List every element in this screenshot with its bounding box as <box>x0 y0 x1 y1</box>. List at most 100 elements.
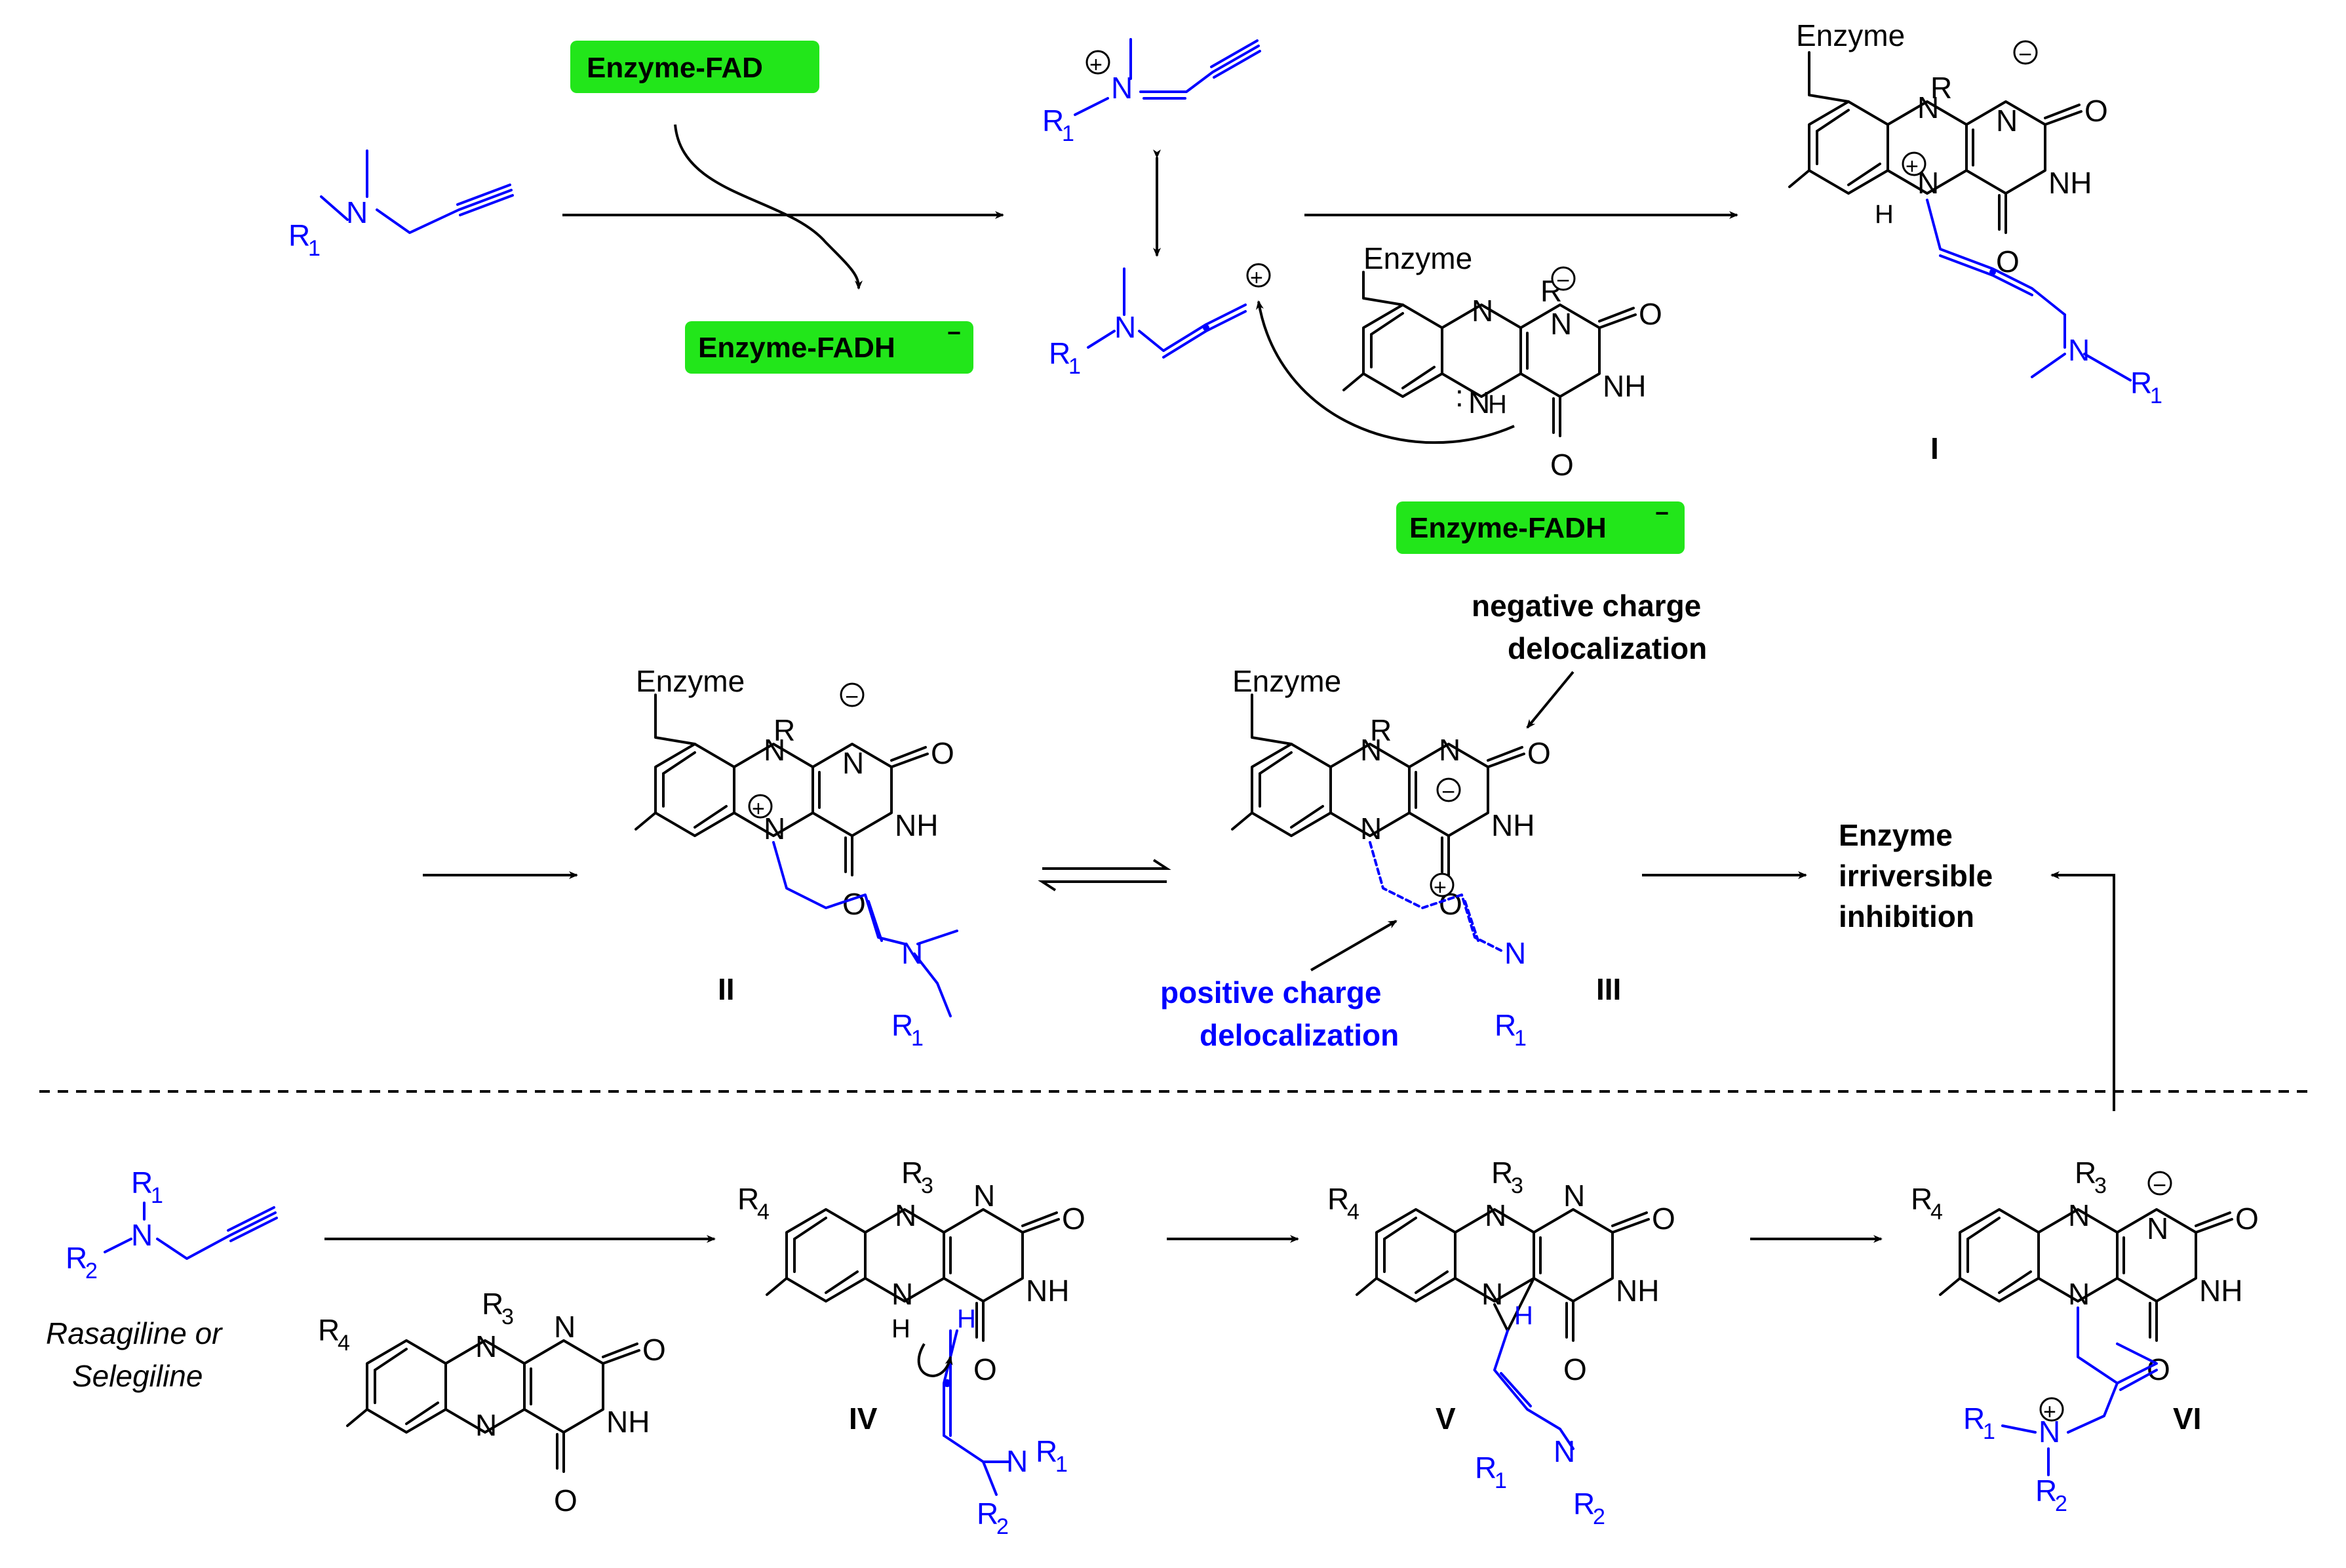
svg-text:R: R <box>131 1166 153 1200</box>
svg-text:N: N <box>1996 104 2018 138</box>
svg-text:+: + <box>1434 875 1447 900</box>
svg-text:1: 1 <box>911 1026 924 1051</box>
label-IV: IV <box>849 1401 878 1436</box>
svg-text:NH: NH <box>1026 1274 1069 1308</box>
svg-text:NH: NH <box>895 808 938 842</box>
svg-text:N: N <box>131 1218 153 1252</box>
curved-arrow-attack <box>1256 300 1515 444</box>
svg-text:1: 1 <box>1062 121 1074 146</box>
svg-text:1: 1 <box>1055 1452 1068 1477</box>
compound-V: R 4 R 3 N N N O NH O H N R 1 R 2 <box>1327 1156 1675 1529</box>
svg-text:−: − <box>2153 1171 2166 1198</box>
svg-text:O: O <box>931 736 954 770</box>
svg-text:O: O <box>2235 1202 2259 1236</box>
svg-text:R: R <box>1495 1008 1516 1042</box>
svg-text:H: H <box>1488 390 1507 419</box>
label-I: I <box>1930 431 1939 465</box>
svg-text:+: + <box>2043 1400 2056 1424</box>
enzyme-fadh-pill-1: Enzyme-FADH − <box>685 319 973 374</box>
svg-text:O: O <box>642 1333 666 1367</box>
negative-charge-arrow <box>1526 671 1574 729</box>
svg-text:2: 2 <box>996 1514 1009 1539</box>
svg-text:R: R <box>1370 713 1392 747</box>
negative-charge-line1: negative charge <box>1472 589 1701 623</box>
svg-text:R: R <box>901 1156 923 1190</box>
svg-text:2: 2 <box>2055 1491 2067 1516</box>
svg-text:O: O <box>2147 1352 2170 1386</box>
atom-R1: R <box>288 218 310 252</box>
inhibition-line2: irriversible <box>1839 859 1993 893</box>
svg-text:O: O <box>1639 297 1662 331</box>
svg-text:O: O <box>1550 448 1574 482</box>
svg-text:1: 1 <box>1983 1419 1995 1444</box>
svg-text:N: N <box>554 1310 576 1344</box>
equilibrium-arrows <box>1038 859 1171 892</box>
svg-text:H: H <box>957 1304 976 1333</box>
svg-text:R: R <box>66 1241 87 1275</box>
svg-text:−: − <box>2018 41 2032 68</box>
svg-text:−: − <box>845 683 859 710</box>
svg-text:O: O <box>842 887 866 921</box>
svg-text:O: O <box>1652 1202 1675 1236</box>
svg-text:4: 4 <box>757 1200 770 1225</box>
svg-text:H: H <box>1875 200 1894 229</box>
svg-text:+: + <box>752 796 765 821</box>
svg-text:N: N <box>1504 936 1526 970</box>
substrate-propargylamine: N R 1 <box>288 149 514 261</box>
svg-text:N: N <box>475 1408 497 1442</box>
allenyl-cation: N R 1 + <box>1049 263 1271 379</box>
svg-text:N: N <box>891 1277 913 1311</box>
svg-text:N: N <box>1481 1277 1503 1311</box>
svg-text:O: O <box>554 1483 577 1518</box>
svg-text:N: N <box>1485 1198 1506 1232</box>
svg-text:2: 2 <box>1593 1504 1605 1529</box>
svg-text:O: O <box>973 1352 997 1386</box>
iminium-ion: + N R 1 <box>1042 38 1261 146</box>
svg-text:R: R <box>1573 1487 1595 1521</box>
svg-text:1: 1 <box>308 236 321 261</box>
svg-text:R: R <box>1036 1434 1057 1468</box>
drug-name-line1: Rasagiline or <box>46 1316 223 1350</box>
svg-text:Enzyme: Enzyme <box>1232 664 1341 698</box>
svg-text:NH: NH <box>606 1405 650 1439</box>
svg-text:N: N <box>764 733 785 767</box>
svg-text:+: + <box>1089 52 1103 77</box>
svg-text:−: − <box>1655 500 1669 526</box>
compound-I: Enzyme R N + N H N − O NH O N R 1 <box>1788 18 2162 408</box>
svg-text:N: N <box>1468 385 1490 420</box>
compound-III: Enzyme R N N N − O NH O + N R 1 <box>1231 664 1551 1051</box>
svg-text:N: N <box>2068 1198 2090 1232</box>
positive-charge-arrow <box>1310 920 1398 971</box>
inhibition-line1: Enzyme <box>1839 818 1953 852</box>
svg-text:R: R <box>1911 1182 1932 1216</box>
svg-text:R: R <box>1475 1451 1496 1485</box>
svg-text:N: N <box>1006 1444 1028 1478</box>
svg-text:N: N <box>901 936 923 970</box>
svg-text:1: 1 <box>1514 1026 1527 1051</box>
svg-text:N: N <box>1472 294 1493 328</box>
svg-text:NH: NH <box>1491 808 1535 842</box>
svg-text:3: 3 <box>921 1173 933 1198</box>
positive-charge-line1: positive charge <box>1160 975 1381 1009</box>
svg-text:1: 1 <box>2150 383 2162 408</box>
svg-text:N: N <box>2147 1211 2168 1245</box>
svg-text:R: R <box>737 1182 759 1216</box>
svg-text:H: H <box>891 1314 910 1343</box>
svg-text:N: N <box>1360 812 1382 846</box>
svg-text:N: N <box>973 1179 995 1213</box>
svg-text:+: + <box>1906 154 1919 179</box>
svg-text:R: R <box>2130 366 2152 400</box>
svg-text:1: 1 <box>1495 1468 1507 1493</box>
svg-text:Enzyme: Enzyme <box>1363 241 1472 275</box>
svg-text:N: N <box>1917 166 1939 200</box>
compound-IV: R 4 R 3 N N H N O NH O H N R 1 R 2 <box>737 1156 1085 1539</box>
svg-text:R: R <box>773 713 795 747</box>
svg-text:4: 4 <box>1930 1200 1943 1225</box>
svg-text:N: N <box>1439 733 1460 767</box>
svg-text:O: O <box>1527 736 1551 770</box>
svg-text:N: N <box>1111 71 1133 105</box>
svg-text:Enzyme-FADH: Enzyme-FADH <box>1409 512 1607 544</box>
svg-text:R: R <box>977 1497 998 1531</box>
svg-text:4: 4 <box>338 1331 350 1356</box>
